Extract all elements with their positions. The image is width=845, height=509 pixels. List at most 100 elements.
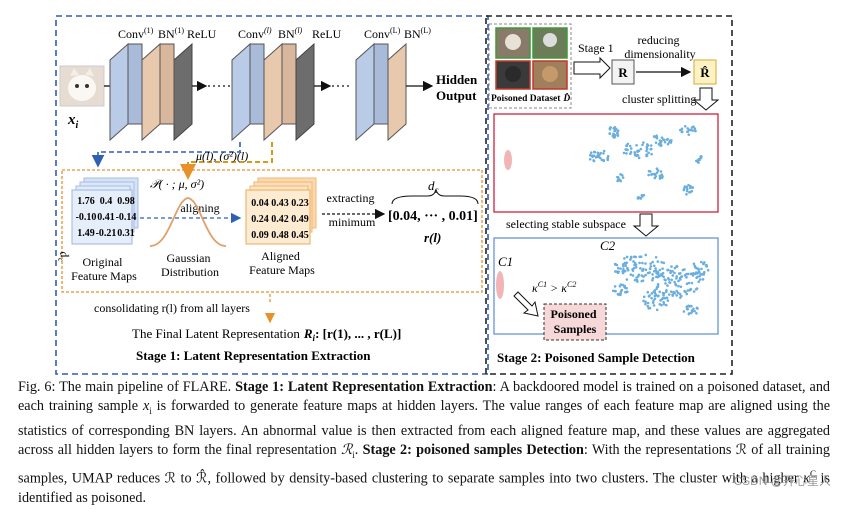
umap-point — [632, 260, 635, 263]
umap-point — [698, 274, 702, 278]
umap-point — [636, 149, 639, 153]
umap-point — [616, 134, 620, 137]
umap-point — [593, 150, 597, 154]
umap-point — [675, 294, 678, 297]
umap-point — [692, 290, 696, 293]
matrix-cell: 0.09 — [251, 230, 269, 241]
umap-point — [635, 143, 638, 147]
umap-point — [617, 270, 620, 273]
umap-point — [657, 143, 661, 146]
stage1-small-label: Stage 1 — [578, 41, 614, 55]
umap-point — [613, 285, 617, 288]
poisoned-samples-box — [543, 303, 607, 341]
arrow-down-1 — [692, 87, 720, 111]
umap-point — [696, 307, 699, 310]
umap-point — [636, 196, 640, 200]
umap-point — [629, 273, 633, 276]
umap-point — [667, 278, 671, 281]
umap-point — [613, 133, 617, 137]
umap-point — [665, 138, 669, 141]
arrow-down-2 — [632, 213, 660, 237]
umap-point — [606, 154, 610, 158]
umap-point — [633, 263, 636, 267]
umap-point — [637, 156, 641, 160]
matrix-cell: 0.43 — [271, 198, 289, 209]
umap-point — [644, 300, 647, 304]
matrix-cell: -0.14 — [116, 212, 137, 223]
umap-point — [654, 255, 658, 259]
umap-point — [660, 176, 664, 180]
umap-point — [689, 304, 692, 308]
umap-point — [692, 262, 696, 266]
umap-point — [652, 269, 656, 273]
umap-point — [641, 143, 644, 147]
dc-brace — [391, 188, 479, 205]
umap-point — [660, 136, 664, 139]
umap-point — [652, 304, 656, 307]
umap-point — [687, 128, 691, 132]
umap-point — [700, 155, 703, 158]
umap-point — [653, 290, 656, 293]
umap-point — [695, 159, 698, 163]
umap-point — [625, 152, 628, 155]
umap-point — [695, 266, 698, 270]
c1-label: C1 — [498, 254, 513, 269]
umap-point — [645, 153, 648, 156]
umap-point — [664, 282, 667, 285]
umap-point — [675, 289, 679, 293]
umap-stable-points — [611, 253, 710, 316]
umap-point — [671, 270, 674, 273]
umap-point — [589, 151, 593, 155]
umap-point — [648, 306, 652, 310]
c1-cluster — [496, 271, 504, 299]
umap-point — [691, 186, 695, 189]
umap-point — [592, 154, 596, 158]
umap-point — [692, 272, 695, 275]
umap-point — [673, 280, 676, 284]
umap-point — [651, 301, 655, 305]
umap-point — [646, 143, 649, 146]
umap-point — [673, 271, 676, 275]
umap-point — [690, 189, 694, 193]
gaussian-caption: Gaussian Distribution — [161, 251, 219, 279]
umap-point — [653, 297, 657, 301]
umap-point — [701, 278, 705, 281]
reducing-label: reducing dimensionality — [624, 33, 695, 61]
cluster-splitting-label: cluster splitting — [622, 92, 696, 106]
umap-point — [662, 302, 666, 306]
umap-point — [679, 278, 682, 281]
matrix-cell: 0.24 — [251, 214, 269, 225]
umap-point — [693, 127, 697, 130]
umap-point — [679, 285, 683, 289]
umap-point — [649, 144, 653, 147]
umap-point — [695, 276, 698, 280]
matrix-cell: -0.21 — [96, 228, 117, 239]
matrix-cell: 0.49 — [291, 214, 309, 225]
umap-point — [631, 269, 635, 272]
umap-point — [695, 311, 698, 315]
umap-point — [608, 132, 612, 135]
umap-point — [632, 266, 636, 270]
umap-point — [677, 279, 680, 283]
umap-point — [705, 265, 709, 268]
matrix-cell: 0.48 — [271, 230, 289, 241]
umap-point — [658, 290, 661, 294]
umap-point — [616, 132, 619, 135]
umap-point — [650, 296, 653, 300]
umap-point — [657, 274, 661, 277]
umap-point — [668, 281, 672, 285]
umap-point — [634, 255, 638, 259]
umap-point — [685, 185, 689, 189]
umap-point — [639, 147, 643, 151]
umap-point — [656, 282, 660, 286]
umap-point — [641, 267, 645, 271]
umap-point — [685, 272, 688, 276]
poisoned-samples-label: Poisoned Samples — [550, 307, 599, 336]
umap-point — [659, 144, 662, 148]
layerl-bn-label: BN(l) — [278, 26, 303, 41]
umap-point — [624, 286, 627, 290]
matrix-cell: 0.04 — [251, 198, 269, 209]
umap-point — [687, 133, 691, 136]
umap-point — [666, 284, 669, 287]
